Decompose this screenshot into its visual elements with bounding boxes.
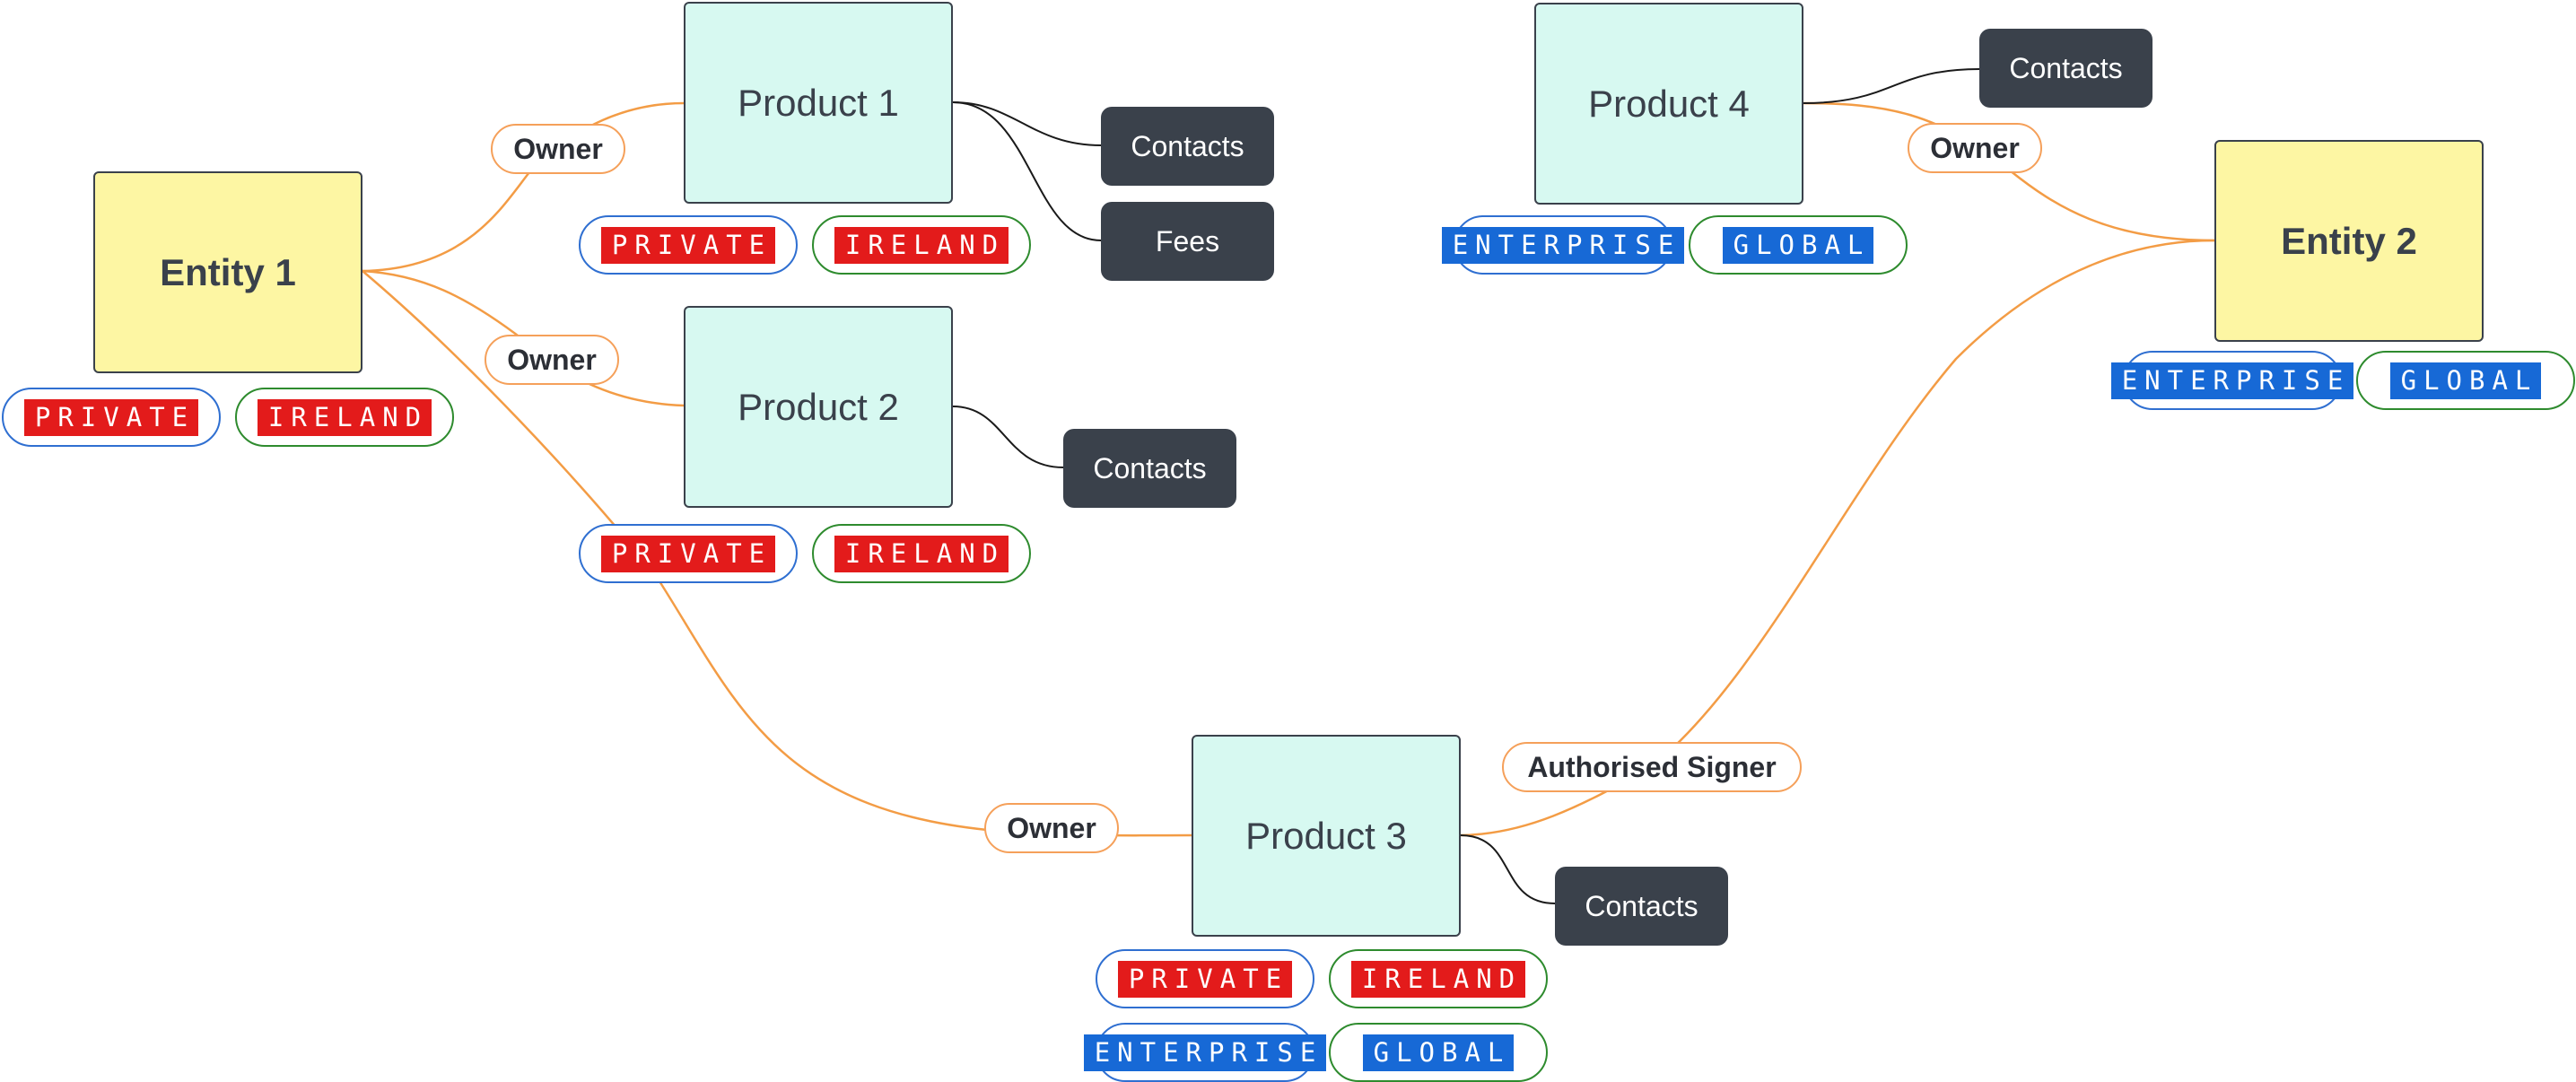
- contacts-node[interactable]: Contacts: [1555, 867, 1728, 946]
- private-tag[interactable]: PRIVATE: [1096, 949, 1314, 1008]
- tag-text: ENTERPRISE: [1441, 226, 1685, 264]
- product-node[interactable]: Product 1: [684, 2, 953, 204]
- ireland-tag[interactable]: IRELAND: [1329, 949, 1548, 1008]
- tag-text: GLOBAL: [1722, 226, 1874, 264]
- product-label: Product 4: [1588, 82, 1750, 125]
- product-label: Product 2: [738, 385, 899, 428]
- ireland-tag[interactable]: IRELAND: [812, 215, 1031, 275]
- link-product2-contacts: [952, 406, 1064, 468]
- entity-node[interactable]: Entity 2: [2214, 140, 2484, 342]
- link-product1-contacts: [952, 101, 1102, 146]
- owner-relation-label[interactable]: Owner: [1908, 123, 2042, 173]
- detail-label: Contacts: [1585, 889, 1698, 922]
- relation-text: Owner: [1007, 811, 1096, 844]
- entity-node[interactable]: Entity 1: [93, 171, 362, 373]
- owner-relation-label[interactable]: Owner: [491, 124, 625, 174]
- relation-text: Authorised Signer: [1527, 750, 1777, 783]
- authorised-signer-label[interactable]: Authorised Signer: [1502, 742, 1802, 792]
- product-label: Product 3: [1245, 814, 1407, 857]
- link-product3-entity2: [1460, 239, 2215, 837]
- private-tag[interactable]: PRIVATE: [2, 388, 221, 447]
- contacts-node[interactable]: Contacts: [1063, 429, 1236, 508]
- global-tag[interactable]: GLOBAL: [1689, 215, 1908, 275]
- fees-node[interactable]: Fees: [1101, 202, 1274, 281]
- link-product1-fees: [952, 101, 1102, 241]
- relation-text: Owner: [513, 132, 603, 165]
- tag-text: GLOBAL: [1362, 1034, 1515, 1071]
- private-tag[interactable]: PRIVATE: [579, 524, 798, 583]
- product-label: Product 1: [738, 81, 899, 124]
- tag-text: GLOBAL: [2389, 362, 2542, 399]
- relation-text: Owner: [507, 343, 597, 376]
- entity-label: Entity 1: [160, 250, 296, 293]
- tag-text: PRIVATE: [600, 226, 776, 264]
- tag-text: IRELAND: [834, 226, 1009, 264]
- tag-text: IRELAND: [257, 398, 432, 436]
- tag-text: IRELAND: [834, 535, 1009, 572]
- product-node[interactable]: Product 4: [1534, 3, 1803, 205]
- enterprise-tag[interactable]: ENTERPRISE: [1441, 215, 1685, 275]
- enterprise-tag[interactable]: ENTERPRISE: [1083, 1023, 1327, 1082]
- contacts-node[interactable]: Contacts: [1101, 107, 1274, 186]
- detail-label: Contacts: [1131, 129, 1244, 162]
- tag-text: PRIVATE: [600, 535, 776, 572]
- contacts-node[interactable]: Contacts: [1979, 29, 2152, 108]
- detail-label: Contacts: [2009, 51, 2123, 84]
- tag-text: ENTERPRISE: [2110, 362, 2354, 399]
- product-node[interactable]: Product 2: [684, 306, 953, 508]
- detail-label: Contacts: [1093, 451, 1207, 484]
- link-product3-contacts: [1460, 834, 1556, 904]
- entity-label: Entity 2: [2281, 219, 2417, 262]
- global-tag[interactable]: GLOBAL: [1329, 1023, 1548, 1082]
- link-product4-contacts: [1803, 68, 1980, 104]
- product-node[interactable]: Product 3: [1192, 735, 1461, 937]
- tag-text: PRIVATE: [23, 398, 199, 436]
- enterprise-tag[interactable]: ENTERPRISE: [2110, 351, 2354, 410]
- tag-text: ENTERPRISE: [1083, 1034, 1327, 1071]
- tag-text: PRIVATE: [1117, 960, 1293, 998]
- owner-relation-label[interactable]: Owner: [984, 803, 1119, 853]
- private-tag[interactable]: PRIVATE: [579, 215, 798, 275]
- global-tag[interactable]: GLOBAL: [2356, 351, 2575, 410]
- owner-relation-label[interactable]: Owner: [485, 335, 619, 385]
- detail-label: Fees: [1155, 224, 1220, 257]
- tag-text: IRELAND: [1350, 960, 1526, 998]
- ireland-tag[interactable]: IRELAND: [812, 524, 1031, 583]
- relation-text: Owner: [1930, 131, 2020, 164]
- ireland-tag[interactable]: IRELAND: [235, 388, 454, 447]
